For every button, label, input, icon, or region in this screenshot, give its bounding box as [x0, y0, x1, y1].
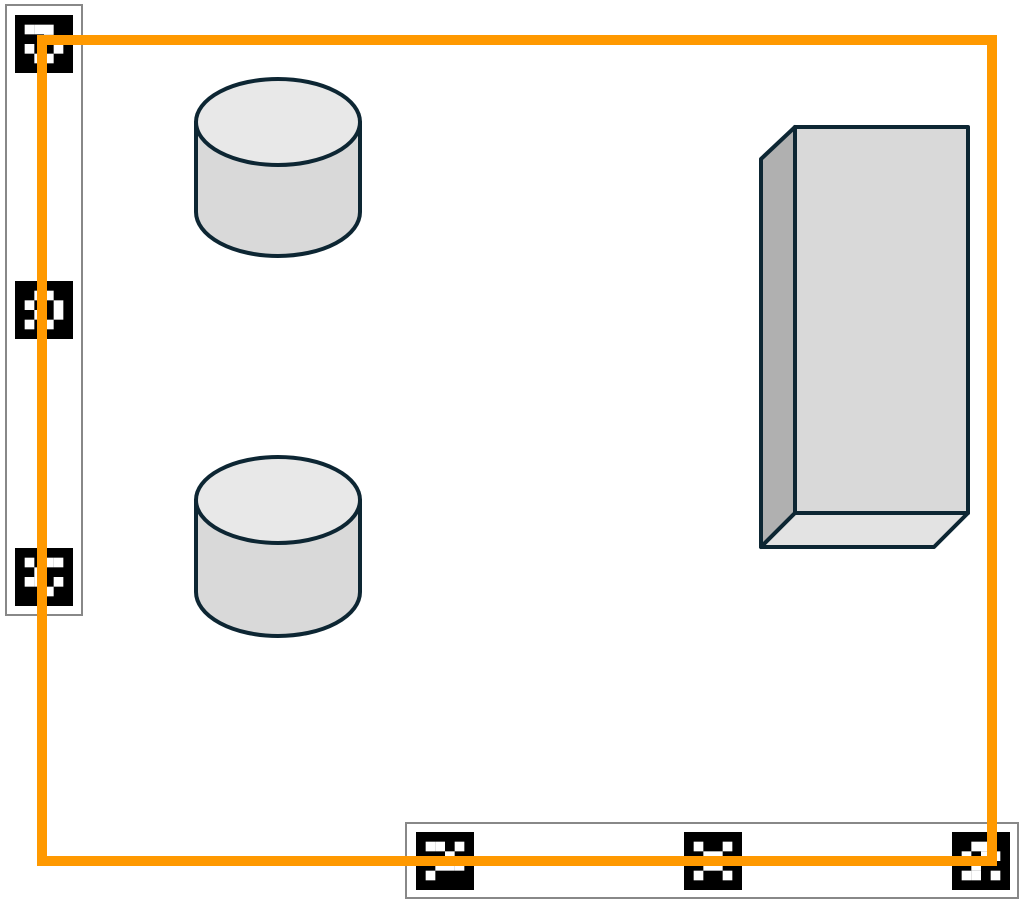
marker-cell [24, 557, 35, 568]
marker-cell [53, 557, 64, 568]
marker-cell [44, 586, 54, 597]
marker-cell [435, 841, 445, 852]
marker-cell [44, 24, 54, 35]
marker-cell [425, 841, 436, 852]
marker-cell [44, 290, 54, 301]
marker-cell [44, 53, 54, 64]
box-bottom-face [759, 511, 970, 549]
marker-cell [24, 24, 35, 35]
marker-cell [693, 841, 704, 852]
marker-cell [981, 841, 991, 852]
marker-cell [24, 319, 35, 330]
marker-cell [24, 577, 35, 587]
marker-cell [693, 870, 704, 881]
marker-cell [34, 24, 44, 35]
marker-cell [971, 870, 981, 881]
marker-cell [425, 870, 436, 881]
cylinder-top-face [194, 455, 362, 545]
box-front-face [793, 125, 970, 515]
marker-cell [44, 557, 54, 568]
marker-cell [722, 870, 733, 881]
workspace-boundary [37, 35, 997, 866]
box-side-face [759, 125, 797, 549]
marker-cell [44, 319, 54, 330]
marker-cell [24, 44, 35, 54]
marker-cell [971, 841, 981, 852]
marker-cell [722, 841, 733, 852]
marker-cell [53, 300, 64, 310]
cylinder-object [194, 77, 362, 258]
cylinder-object [194, 455, 362, 638]
box-object [759, 125, 970, 549]
marker-cell [454, 841, 465, 852]
marker-cell [53, 310, 64, 320]
marker-cell [990, 870, 1001, 881]
cylinder-top-face [194, 77, 362, 167]
marker-cell [961, 870, 972, 881]
marker-cell [24, 300, 35, 310]
marker-cell [53, 44, 64, 54]
marker-cell [53, 577, 64, 587]
